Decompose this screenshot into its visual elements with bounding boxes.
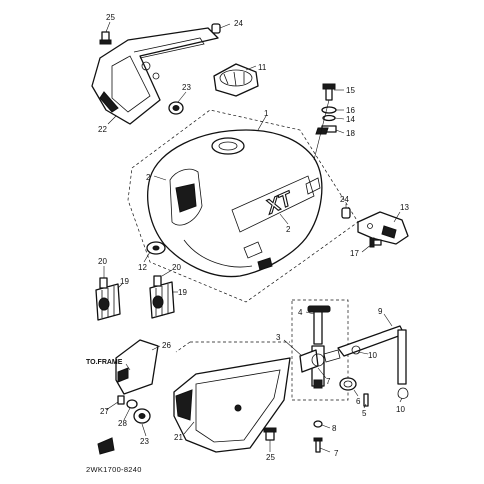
callout-24: 24 [234, 19, 243, 28]
callout-19-right: 19 [178, 288, 187, 297]
callout-2-left: 2 [146, 173, 151, 182]
callout-labels: 25 24 11 23 22 15 16 14 18 1 2 2 24 13 1… [98, 13, 409, 462]
seat-bracket [91, 27, 219, 125]
callout-23: 23 [182, 83, 191, 92]
damper-19-right [149, 275, 175, 319]
to-frame-note: TO.FRAME [86, 359, 123, 366]
fuel-hose [337, 325, 407, 385]
callout-11: 11 [258, 63, 267, 72]
washer-8 [313, 420, 323, 428]
fuel-cock [299, 345, 341, 389]
damper-19-left [95, 277, 121, 321]
tank-assembly-outline [127, 109, 359, 303]
callout-14: 14 [346, 115, 355, 124]
hose-clip-10-upper [351, 345, 361, 355]
front-arrow-mark [97, 437, 115, 455]
collar-12 [146, 241, 166, 255]
callout-27: 27 [100, 407, 109, 416]
callout-7-lower: 7 [334, 449, 339, 458]
callout-9: 9 [378, 307, 383, 316]
callout-10-upper: 10 [368, 351, 377, 360]
callout-24-right: 24 [340, 195, 349, 204]
damper-24-upper [211, 23, 221, 34]
leader-lines [103, 21, 403, 453]
callout-19-left: 19 [120, 277, 129, 286]
bolt-25-lower [263, 427, 277, 441]
callout-28: 28 [118, 419, 127, 428]
screw-5 [363, 393, 369, 407]
callout-12: 12 [138, 263, 147, 272]
callout-25: 25 [106, 13, 115, 22]
drawing-code: 2WK1700-8240 [86, 465, 142, 474]
callout-13: 13 [400, 203, 409, 212]
hose-clip-10-lower [397, 387, 409, 399]
callout-20-right: 20 [172, 263, 181, 272]
callout-10-lower: 10 [396, 405, 405, 414]
callout-25-lower: 25 [266, 453, 275, 462]
tank-rear-bracket [357, 211, 409, 245]
damper-24-right [341, 207, 351, 219]
callout-17: 17 [350, 249, 359, 258]
callout-6: 6 [356, 397, 361, 406]
callout-21: 21 [174, 433, 183, 442]
callout-23-lower: 23 [140, 437, 149, 446]
callout-18: 18 [346, 129, 355, 138]
screw-7 [313, 437, 323, 453]
callout-26: 26 [162, 341, 171, 350]
callout-8: 8 [332, 424, 337, 433]
cover-26 [115, 339, 159, 395]
washer-23-upper [168, 101, 184, 115]
callout-16: 16 [346, 106, 355, 115]
gasket-6 [339, 377, 357, 391]
bolt-27 [117, 395, 125, 405]
collar-23-lower [133, 408, 151, 424]
callout-15: 15 [346, 86, 355, 95]
fuel-cap [213, 63, 259, 97]
fuel-cock-screen [307, 305, 331, 345]
callout-5: 5 [362, 409, 367, 418]
bolt-25-upper [99, 31, 112, 45]
callout-20-left: 20 [98, 257, 107, 266]
petcock-assembly-outline [291, 299, 349, 401]
callout-2-right: 2 [286, 225, 291, 234]
bolt-17 [369, 237, 382, 248]
washer-28 [126, 399, 138, 409]
cap-bolt-stack [313, 83, 337, 161]
fuel-tank [147, 129, 323, 278]
callout-7-upper: 7 [326, 377, 331, 386]
callout-1: 1 [264, 109, 269, 118]
callout-3: 3 [276, 333, 281, 342]
callout-4: 4 [298, 308, 303, 317]
side-cover [173, 357, 291, 453]
callout-22: 22 [98, 125, 107, 134]
